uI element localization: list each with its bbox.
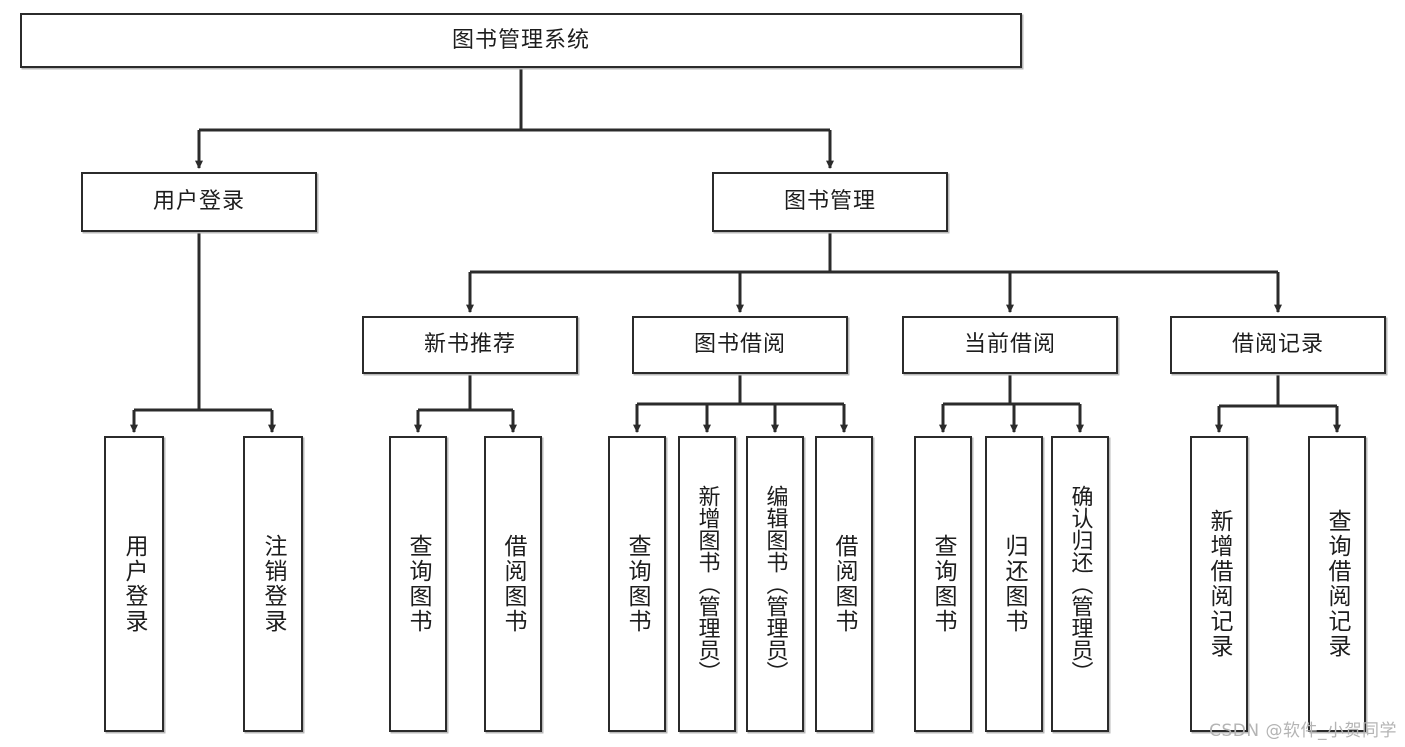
node-current-borrow[interactable]: 当前借阅 [902,316,1118,374]
node-leaf-query-book-3-label: 查询图书 [930,534,957,634]
node-new-book-rec[interactable]: 新书推荐 [362,316,578,374]
node-user-login-label: 用户登录 [152,189,245,215]
node-current-borrow-label: 当前借阅 [963,332,1056,358]
node-new-book-rec-label: 新书推荐 [423,332,516,358]
node-root-system-label: 图书管理系统 [451,27,590,53]
node-borrow-record[interactable]: 借阅记录 [1170,316,1386,374]
node-leaf-borrow-book-1-label: 借阅图书 [500,534,527,634]
node-user-login[interactable]: 用户登录 [81,172,317,232]
node-leaf-return-book[interactable]: 归还图书 [985,436,1043,732]
node-leaf-query-book-1-label: 查询图书 [405,534,432,634]
node-leaf-query-record[interactable]: 查询借阅记录 [1308,436,1366,732]
node-leaf-borrow-book-2-label: 借阅图书 [831,534,858,634]
node-leaf-query-record-label: 查询借阅记录 [1324,509,1351,659]
node-leaf-query-book-2-label: 查询图书 [624,534,651,634]
csdn-watermark: CSDN @软件_小贺同学 [1209,721,1397,741]
node-leaf-borrow-book-1[interactable]: 借阅图书 [484,436,542,732]
node-leaf-logout-label: 注销登录 [260,534,287,634]
node-book-borrow[interactable]: 图书借阅 [632,316,848,374]
node-leaf-query-book-1[interactable]: 查询图书 [389,436,447,732]
node-leaf-confirm-return-label: 确认归还（管理员） [1067,485,1093,683]
node-leaf-return-book-label: 归还图书 [1001,534,1028,634]
node-leaf-query-book-3[interactable]: 查询图书 [914,436,972,732]
node-book-manage[interactable]: 图书管理 [712,172,948,232]
node-leaf-query-book-2[interactable]: 查询图书 [608,436,666,732]
node-leaf-user-login-label: 用户登录 [121,534,148,634]
node-book-manage-label: 图书管理 [783,189,876,215]
node-borrow-record-label: 借阅记录 [1231,332,1324,358]
node-leaf-logout[interactable]: 注销登录 [243,436,303,732]
node-leaf-add-book-label: 新增图书（管理员） [694,485,720,683]
node-leaf-add-record-label: 新增借阅记录 [1206,509,1233,659]
node-leaf-confirm-return[interactable]: 确认归还（管理员） [1051,436,1109,732]
node-leaf-user-login[interactable]: 用户登录 [104,436,164,732]
node-leaf-edit-book-label: 编辑图书（管理员） [762,485,788,683]
node-leaf-edit-book[interactable]: 编辑图书（管理员） [746,436,804,732]
node-leaf-add-record[interactable]: 新增借阅记录 [1190,436,1248,732]
node-book-borrow-label: 图书借阅 [693,332,786,358]
node-leaf-borrow-book-2[interactable]: 借阅图书 [815,436,873,732]
node-root-system[interactable]: 图书管理系统 [20,13,1022,68]
node-leaf-add-book[interactable]: 新增图书（管理员） [678,436,736,732]
